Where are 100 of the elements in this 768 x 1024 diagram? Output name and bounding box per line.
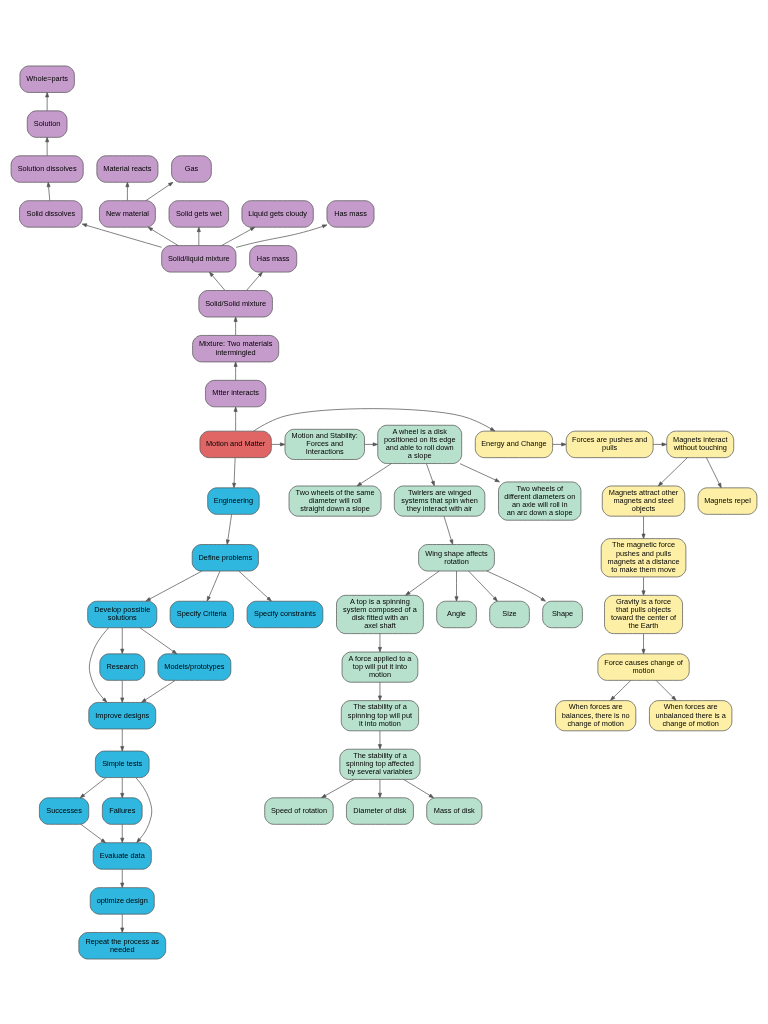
arrow bbox=[46, 181, 51, 201]
node-box: Angle bbox=[436, 600, 477, 628]
arrow bbox=[147, 226, 179, 246]
arrow bbox=[238, 570, 272, 601]
arrow bbox=[88, 626, 109, 703]
arrow bbox=[378, 778, 382, 798]
arrow bbox=[120, 728, 125, 751]
node-box: Repeat the process as needed bbox=[78, 931, 167, 959]
node-box: Gas bbox=[171, 154, 212, 183]
node-box: Successes bbox=[39, 796, 90, 825]
arrow bbox=[378, 632, 382, 652]
node-box: Whole=parts bbox=[19, 65, 75, 93]
node-box: Gravity is a force that pulls objects toward the center of the Earth bbox=[604, 594, 683, 634]
arrow bbox=[81, 222, 162, 248]
arrow bbox=[459, 462, 500, 482]
arrow bbox=[468, 570, 498, 601]
node-box: Mass of disk bbox=[426, 796, 483, 825]
arrow bbox=[271, 442, 286, 446]
arrow bbox=[658, 456, 688, 486]
arrow bbox=[641, 632, 646, 654]
node-box: Specify Criteria bbox=[169, 600, 234, 628]
arrow bbox=[120, 868, 125, 888]
node-box: Solid dissolves bbox=[19, 199, 83, 228]
node-box: Motion and Matter bbox=[199, 430, 272, 458]
node-box: Improve designs bbox=[88, 701, 157, 729]
arrow bbox=[45, 91, 50, 111]
node-box: Has mass bbox=[249, 244, 298, 272]
arrow bbox=[139, 626, 178, 654]
node-box: Solution bbox=[26, 110, 68, 138]
node-box: A top is a spinning system composed of a disk fitted with an axel shaft bbox=[336, 594, 424, 634]
node-box: Models/prototypes bbox=[157, 653, 232, 681]
arrow bbox=[641, 515, 646, 539]
node-box: Size bbox=[489, 600, 530, 628]
node-box: A wheel is a disk positioned on its edge and able to roll down a slope bbox=[377, 424, 463, 464]
node-box: Shape bbox=[542, 600, 583, 628]
node-box: Material reacts bbox=[96, 154, 159, 183]
arrow bbox=[610, 679, 632, 701]
node-box: The stability of a spinning top will put it into motion bbox=[340, 699, 419, 731]
arrow bbox=[135, 776, 153, 843]
node-box: Wing shape affects rotation bbox=[418, 543, 495, 571]
node-box: New material bbox=[99, 199, 156, 228]
node-box: Magnets repel bbox=[697, 486, 758, 515]
node-box: Develop possible solutions bbox=[87, 600, 158, 628]
node-box: Speed of rotation bbox=[264, 796, 334, 825]
arrow bbox=[225, 513, 232, 545]
arrow bbox=[141, 679, 176, 703]
node-box: Two wheels of different diameters on an axle will roll in an arc down a slope bbox=[498, 481, 582, 521]
arrow bbox=[364, 442, 378, 446]
arrow bbox=[321, 778, 355, 798]
node-box: When forces are balances, there is no change of motion bbox=[555, 699, 637, 731]
arrow bbox=[120, 913, 125, 933]
node-box: Evaluate data bbox=[92, 841, 152, 870]
arrow bbox=[253, 407, 496, 431]
node-box: The stability of a spinning top affected by several variables bbox=[339, 748, 421, 780]
node-box: Failures bbox=[102, 796, 143, 825]
node-box: Solid/liquid mixture bbox=[161, 244, 237, 272]
arrow bbox=[221, 226, 256, 246]
node-box: Forces are pushes and pulls bbox=[565, 430, 654, 458]
arrow bbox=[246, 271, 263, 291]
arrow bbox=[196, 226, 201, 246]
node-box: Two wheels of the same diameter will roll straight down a slope bbox=[288, 485, 382, 517]
node-box: Mtter interacts bbox=[205, 379, 267, 407]
node-box: Force causes change of motion bbox=[597, 653, 690, 681]
arrow bbox=[454, 570, 459, 601]
arrow bbox=[378, 681, 382, 701]
arrow bbox=[120, 776, 125, 798]
arrow bbox=[443, 515, 454, 545]
node-box: Magnets attract other magnets and steel objects bbox=[601, 485, 686, 517]
arrow bbox=[403, 778, 434, 798]
arrow bbox=[233, 316, 238, 336]
arrow bbox=[233, 406, 238, 431]
node-box: Engineering bbox=[207, 486, 260, 515]
arrow bbox=[209, 271, 226, 291]
arrow bbox=[120, 823, 125, 843]
arrow bbox=[356, 462, 392, 486]
arrow bbox=[120, 627, 125, 654]
node-box: When forces are unbalanced there is a change of motion bbox=[649, 699, 733, 731]
node-box: Simple tests bbox=[95, 750, 150, 778]
arrow bbox=[405, 570, 440, 596]
node-box: The magnetic force pushes and pulls magnets at a distance to make them move bbox=[600, 537, 687, 577]
node-box: Magnets interact without touching bbox=[666, 430, 735, 458]
arrow bbox=[235, 224, 328, 248]
arrow bbox=[655, 679, 677, 701]
arrow bbox=[232, 456, 237, 488]
arrow bbox=[45, 136, 50, 156]
node-box: Has mass bbox=[326, 199, 375, 228]
node-box: Motion and Stability: Forces and Interactions bbox=[284, 428, 365, 460]
arrow bbox=[80, 823, 106, 843]
arrow bbox=[378, 729, 382, 749]
arrow bbox=[706, 456, 722, 488]
arrow bbox=[426, 462, 435, 486]
node-box: Solid gets wet bbox=[168, 199, 229, 228]
node-box: Diameter of disk bbox=[346, 796, 414, 825]
node-box: A force applied to a top will put it into motion bbox=[341, 651, 419, 683]
node-box: Liquid gets cloudy bbox=[241, 199, 314, 228]
arrow bbox=[79, 776, 107, 798]
arrow bbox=[125, 181, 130, 201]
node-box: Research bbox=[99, 653, 146, 681]
node-box: Define problems bbox=[191, 543, 259, 571]
node-box: Specify constraints bbox=[246, 600, 324, 628]
